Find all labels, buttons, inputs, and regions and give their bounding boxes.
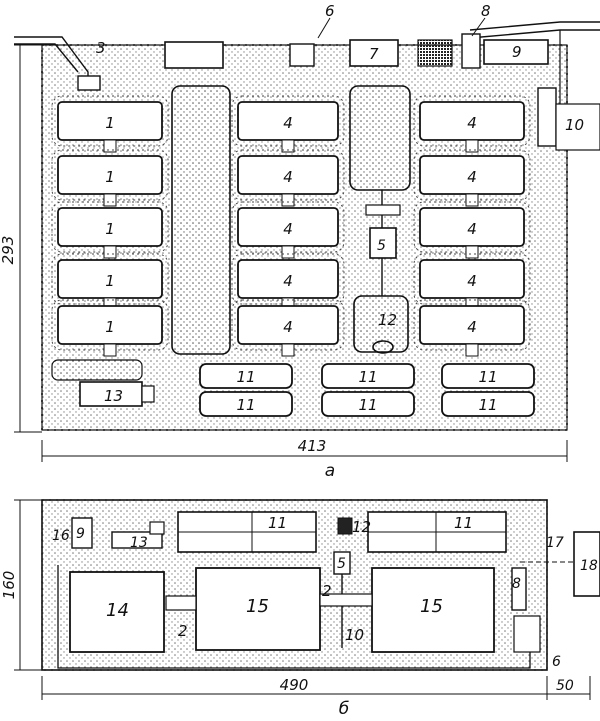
plan-a-block-11	[321, 363, 415, 389]
plan-b: 11 11 12 9 13 16 14 15 15 5 2 2 10 8 17 …	[0, 499, 600, 719]
label-b-5: 5	[337, 556, 346, 572]
plan-a-block-11	[199, 363, 293, 389]
plan-a-col2-label: 4	[283, 114, 293, 132]
caption-b: б	[339, 699, 349, 717]
label-b-11a: 11	[268, 514, 287, 532]
label-b-9: 9	[76, 526, 85, 542]
plan-a-building-dense	[417, 39, 453, 67]
label-6: 6	[325, 2, 335, 20]
plan-b-building-15-left	[195, 567, 321, 651]
label-b-15b: 15	[420, 596, 443, 617]
label-10: 10	[565, 116, 584, 134]
label-5: 5	[377, 238, 386, 254]
plan-a-blocks-11: 11 11 11 11 11 11	[199, 363, 535, 417]
label-b-2a: 2	[178, 622, 188, 640]
plan-a-building-6	[289, 43, 315, 67]
plan-a-block-11	[321, 391, 415, 417]
label-b-15a: 15	[246, 596, 269, 617]
plan-a-col2-label: 4	[283, 220, 293, 238]
label-b-6: 6	[552, 654, 561, 670]
plan-a-column-2: 4 4 4 4 4	[231, 95, 345, 357]
plan-a-feed-store-upper	[349, 85, 411, 191]
dim-413: 413	[298, 437, 327, 455]
plan-a-col3-label: 4	[467, 272, 477, 290]
caption-a: а	[325, 461, 335, 481]
label-b-14: 14	[106, 600, 129, 621]
plan-a-col2-label: 4	[283, 318, 293, 336]
label-b-17: 17	[546, 535, 564, 551]
plan-a-block-11-label: 11	[358, 396, 377, 414]
dim-50: 50	[556, 678, 574, 694]
plan-a-block-11-label: 11	[236, 368, 255, 386]
plan-a-col1-label: 1	[105, 318, 115, 336]
plan-a-feed-store-lower	[353, 295, 409, 353]
plan-b-connector-2-right	[319, 593, 373, 607]
label-7: 7	[369, 45, 379, 63]
plan-a-block-11	[441, 391, 535, 417]
label-b-16: 16	[52, 528, 70, 544]
label-b-10: 10	[345, 626, 364, 644]
plan-a-column-1: 1 1 1 1 1	[51, 95, 169, 357]
label-9: 9	[512, 43, 522, 61]
label-b-12: 12	[352, 518, 371, 536]
label-b-18: 18	[580, 558, 598, 574]
plan-b-connector-2-left	[165, 595, 197, 611]
plan-a-block-11-label: 11	[478, 368, 497, 386]
plan-a-col3-label: 4	[467, 318, 477, 336]
label-3: 3	[96, 39, 106, 57]
plan-a-col3-label: 4	[467, 168, 477, 186]
plan-b-building-18	[573, 531, 600, 597]
plan-a-block-11	[441, 363, 535, 389]
plan-a-building-3	[77, 75, 101, 91]
label-13: 13	[104, 387, 123, 405]
plan-a-col1-label: 1	[105, 272, 115, 290]
plan-a-building-5	[369, 227, 397, 259]
plan-a-building-top-1	[164, 41, 224, 69]
plan-a-col2-label: 4	[283, 272, 293, 290]
plan-a-building-13	[79, 381, 143, 407]
plan-a-col1-label: 1	[105, 168, 115, 186]
plan-a-structure-12	[372, 340, 394, 354]
plan-a-col1-label: 1	[105, 220, 115, 238]
plan-a-block-11-label: 11	[478, 396, 497, 414]
dim-293: 293	[0, 236, 17, 265]
dim-490: 490	[280, 676, 309, 694]
plan-a-block-11-label: 11	[236, 396, 255, 414]
plan-b-structure-12	[337, 517, 353, 535]
plan-b-building-9	[71, 517, 93, 549]
label-b-2b: 2	[322, 582, 332, 600]
plan-b-building-15-right	[371, 567, 495, 653]
dim-160: 160	[0, 571, 18, 600]
plan-b-building-13	[111, 531, 163, 549]
plan-a-block-11	[199, 391, 293, 417]
plan-a-col3-label: 4	[467, 220, 477, 238]
label-b-8: 8	[512, 576, 521, 592]
plan-a-building-8	[461, 33, 481, 69]
plan-a-building-7	[349, 39, 399, 67]
plan-a-building-9	[483, 39, 549, 65]
plan-a-col1-label: 1	[105, 114, 115, 132]
label-b-13: 13	[130, 535, 148, 551]
label-12: 12	[378, 311, 397, 329]
plan-a-column-3: 4 4 4 4 4	[413, 95, 531, 357]
label-b-11b: 11	[454, 514, 473, 532]
plan-b-building-8	[511, 567, 527, 611]
plan-a-col3-label: 4	[467, 114, 477, 132]
plan-b-building-14	[69, 571, 165, 653]
plan-a-feed-store-left	[171, 85, 231, 355]
label-8: 8	[481, 2, 491, 20]
plan-a-block-11-label: 11	[358, 368, 377, 386]
plan-a-building-10	[537, 87, 557, 147]
plan-a-col2-label: 4	[283, 168, 293, 186]
